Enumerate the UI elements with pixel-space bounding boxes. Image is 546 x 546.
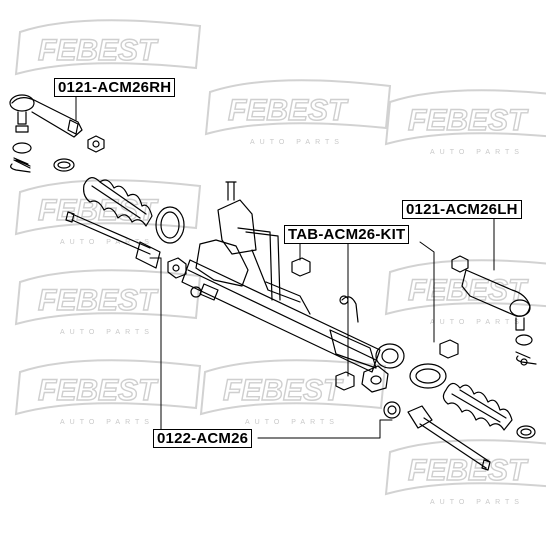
bushing-top bbox=[291, 257, 311, 277]
svg-text:FEBEST: FEBEST bbox=[38, 284, 159, 317]
bushing-right bbox=[439, 339, 459, 359]
big-clamp-left bbox=[155, 206, 185, 244]
svg-text:FEBEST: FEBEST bbox=[228, 94, 349, 127]
bushing-bottom bbox=[335, 371, 355, 391]
watermark-5: FEBEST AUTO PARTS bbox=[14, 269, 202, 336]
svg-text:AUTO PARTS: AUTO PARTS bbox=[245, 419, 339, 426]
watermark-9: FEBEST AUTO PARTS bbox=[384, 439, 546, 506]
tie-rod-end-lh bbox=[461, 269, 531, 331]
watermark-6: FEBEST AUTO PARTS bbox=[384, 259, 546, 326]
watermark-layer: FEBEST AUTO PARTS FEBEST AUTO PARTS FEBE… bbox=[14, 19, 546, 506]
lock-nut-left bbox=[167, 257, 187, 279]
nut-rh bbox=[87, 135, 105, 153]
label-tie-rod-end-lh: 0121-ACM26LH bbox=[402, 200, 522, 219]
sensor-wire bbox=[339, 295, 359, 323]
inner-rod-left bbox=[65, 211, 161, 269]
watermark-7: FEBEST AUTO PARTS bbox=[14, 359, 202, 426]
boot-right bbox=[442, 382, 513, 431]
svg-text:AUTO PARTS: AUTO PARTS bbox=[430, 149, 524, 156]
watermark-1: FEBEST AUTO PARTS bbox=[14, 19, 202, 86]
svg-text:AUTO PARTS: AUTO PARTS bbox=[60, 239, 154, 246]
watermark-8: FEBEST AUTO PARTS bbox=[199, 359, 387, 426]
svg-text:FEBEST: FEBEST bbox=[38, 374, 159, 407]
svg-text:AUTO PARTS: AUTO PARTS bbox=[60, 419, 154, 426]
washer-rh bbox=[12, 142, 32, 167]
cotter-pin-rh bbox=[10, 159, 31, 173]
nut-lh bbox=[451, 255, 469, 273]
svg-text:AUTO PARTS: AUTO PARTS bbox=[430, 319, 524, 326]
small-clamp-left bbox=[53, 158, 75, 172]
label-inner-rod: 0122-ACM26 bbox=[153, 429, 253, 448]
svg-text:FEBEST: FEBEST bbox=[408, 104, 529, 137]
watermark-2: FEBEST AUTO PARTS bbox=[204, 79, 392, 146]
svg-text:FEBEST: FEBEST bbox=[408, 454, 529, 487]
label-tie-rod-end-rh: 0121-ACM26RH bbox=[54, 78, 176, 97]
svg-text:AUTO PARTS: AUTO PARTS bbox=[430, 499, 524, 506]
watermark-3: FEBEST AUTO PARTS bbox=[384, 89, 546, 156]
rack-housing bbox=[181, 181, 405, 373]
rack-end-bushing bbox=[361, 365, 389, 393]
inner-rod-right bbox=[407, 405, 491, 471]
svg-text:FEBEST: FEBEST bbox=[223, 374, 344, 407]
boot-left bbox=[83, 177, 153, 227]
svg-text:FEBEST: FEBEST bbox=[408, 274, 529, 307]
big-clamp-right bbox=[409, 363, 447, 389]
small-clamp-right bbox=[516, 425, 536, 439]
washer-lh bbox=[515, 334, 537, 366]
label-bushing-kit: TAB-ACM26-KIT bbox=[284, 225, 410, 244]
watermark-4: FEBEST AUTO PARTS bbox=[14, 179, 202, 246]
svg-text:AUTO PARTS: AUTO PARTS bbox=[250, 139, 344, 146]
tie-rod-end-rh bbox=[9, 94, 83, 138]
svg-text:AUTO PARTS: AUTO PARTS bbox=[60, 329, 154, 336]
svg-text:FEBEST: FEBEST bbox=[38, 34, 159, 67]
lock-nut-right bbox=[383, 401, 401, 419]
